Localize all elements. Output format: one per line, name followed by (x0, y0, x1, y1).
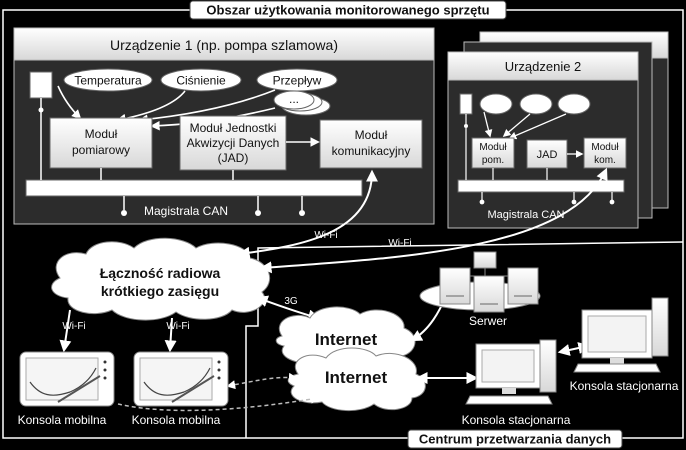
mobile-console-1 (19, 351, 115, 407)
device2-title: Urządzenie 2 (505, 59, 582, 74)
svg-text:JAD: JAD (537, 149, 558, 161)
svg-text:Moduł: Moduł (355, 128, 388, 142)
svg-text:pom.: pom. (482, 155, 504, 166)
wifi-label-mobile1: Wi-Fi (62, 321, 85, 332)
svg-text:Moduł: Moduł (591, 142, 619, 153)
sensor-flow: Przepływ (256, 68, 338, 92)
svg-text:Moduł: Moduł (479, 142, 507, 153)
svg-text:kom.: kom. (594, 155, 616, 166)
svg-text:Moduł Jednostki: Moduł Jednostki (190, 121, 277, 135)
svg-text:komunikacyjny: komunikacyjny (332, 144, 411, 158)
svg-text:Obszar użytkowania monitorowan: Obszar użytkowania monitorowanego sprzęt… (206, 3, 489, 18)
sensor-pressure: Ciśnienie (160, 68, 242, 92)
mobile-console-2-label: Konsola mobilna (132, 413, 221, 427)
internet-cloud-2: Internet (287, 347, 426, 411)
device1-can-bus (25, 179, 363, 197)
monitored-area-title: Obszar użytkowania monitorowanego sprzęt… (189, 0, 507, 20)
svg-text:Akwizycji Danych: Akwizycji Danych (187, 136, 280, 150)
dashed-link-1 (226, 372, 298, 390)
data-center-title: Centrum przetwarzania danych (407, 429, 623, 449)
svg-text:pomiarowy: pomiarowy (72, 143, 130, 157)
svg-text:Moduł: Moduł (85, 127, 118, 141)
svg-text:Internet: Internet (315, 330, 378, 349)
sensor-more: ... (273, 90, 331, 116)
svg-text:Temperatura: Temperatura (74, 74, 142, 88)
svg-text:Internet: Internet (325, 368, 388, 387)
device1-box: Urządzenie 1 (np. pompa szlamowa) Temper… (13, 27, 435, 225)
svg-text:Łączność radiowa: Łączność radiowa (100, 265, 221, 281)
device1-sensor-probe (29, 71, 53, 99)
stationary-console-1-label: Konsola stacjonarna (462, 413, 571, 427)
sensor-temperature: Temperatura (63, 68, 153, 92)
mobile-console-2 (133, 351, 229, 407)
device1-title: Urządzenie 1 (np. pompa szlamowa) (110, 37, 338, 53)
wifi-label-device2: Wi-Fi (388, 238, 411, 249)
device2-measure-module: Moduł pom. (471, 137, 515, 169)
dashed-link-2 (117, 394, 320, 412)
measure-module: Moduł pomiarowy (49, 117, 153, 169)
radio-cloud: Łączność radiowa krótkiego zasięgu (51, 237, 271, 321)
svg-text:krótkiego zasięgu: krótkiego zasięgu (101, 283, 219, 299)
server-label: Serwer (469, 314, 507, 328)
stationary-console-2-label: Konsola stacjonarna (570, 379, 679, 393)
stationary-console-1 (465, 339, 557, 405)
device1-bus-label: Magistrala CAN (144, 204, 228, 218)
svg-text:...: ... (289, 92, 299, 106)
stationary-console-2 (573, 297, 669, 373)
wifi-label-device1: Wi-Fi (314, 230, 337, 241)
svg-text:Ciśnienie: Ciśnienie (176, 74, 226, 88)
svg-text:Centrum przetwarzania danych: Centrum przetwarzania danych (419, 432, 611, 447)
device1-title-bar (13, 27, 435, 61)
wifi-label-mobile2: Wi-Fi (166, 321, 189, 332)
wifi-link-device2 (259, 167, 608, 274)
server-group (419, 251, 541, 313)
device2-comm-module: Moduł kom. (583, 137, 627, 169)
mobile-console-1-label: Konsola mobilna (18, 413, 107, 427)
jad-module: Moduł Jednostki Akwizycji Danych (JAD) (179, 115, 287, 171)
svg-text:(JAD): (JAD) (218, 151, 249, 165)
comm-module: Moduł komunikacyjny (319, 119, 423, 169)
svg-text:Przepływ: Przepływ (273, 74, 322, 88)
threeg-label: 3G (284, 296, 298, 307)
device2-jad-module: JAD (526, 139, 568, 169)
device2-box: Urządzenie 2 Moduł pom. JAD Moduł kom. (447, 51, 639, 229)
